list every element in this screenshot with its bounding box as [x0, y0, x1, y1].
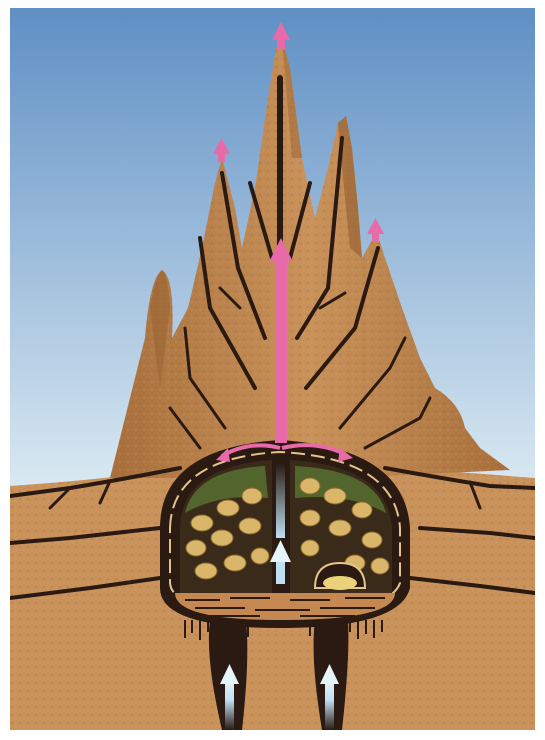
termite-mound-ventilation-diagram	[10, 8, 535, 730]
royal-cell	[315, 563, 365, 590]
